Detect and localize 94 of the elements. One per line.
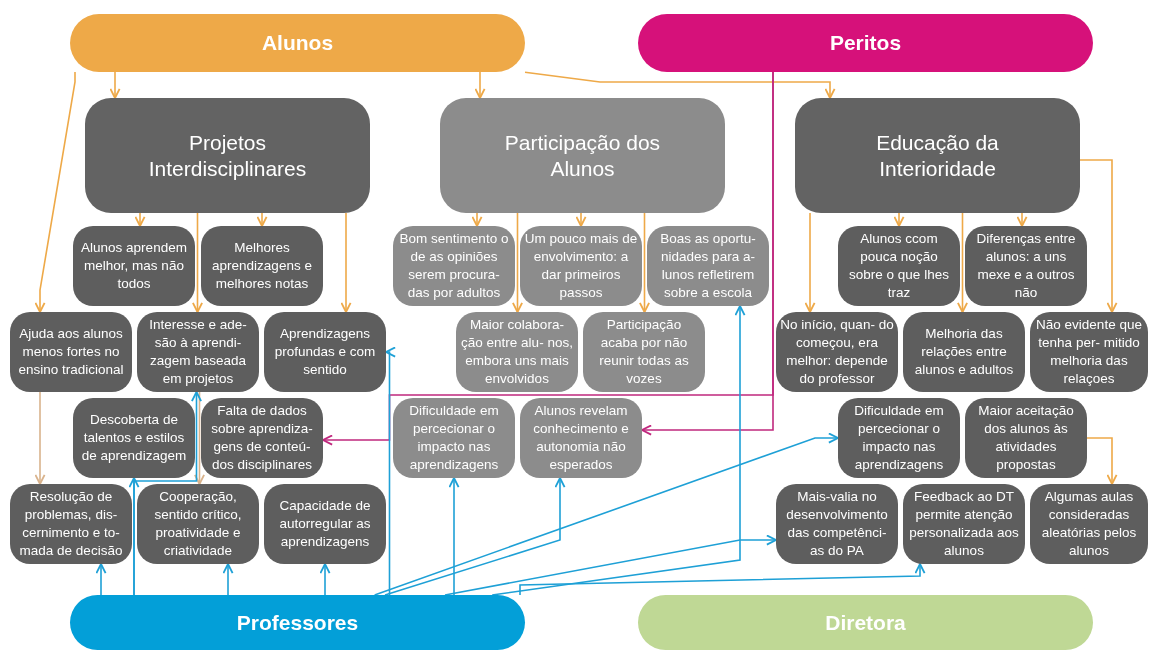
stakeholder-bar (70, 595, 525, 650)
node-label: Aprendizagens profundas e com sentido (273, 325, 377, 379)
node-label: Maior aceitação dos alunos às atividades propostas (977, 402, 1075, 474)
arrow (524, 71, 836, 99)
arrow (471, 212, 483, 227)
node-label: Um pouco mais de envolvimento: a dar primeiros passos (524, 230, 638, 302)
node-label: Descoberta de talentos e estilos de aprendizagem (80, 411, 188, 465)
node-label: Ajuda aos alunos menos fortes no ensino tradicional (17, 325, 125, 379)
arrow (340, 212, 352, 313)
arrow (893, 212, 905, 227)
arrow (192, 212, 203, 313)
arrow (512, 212, 523, 313)
node-label: Diretora (825, 609, 906, 636)
node-label: Peritos (829, 30, 902, 57)
arrow (256, 212, 268, 227)
arrow (134, 212, 146, 227)
arrow (448, 477, 460, 596)
node-label: Boas as oportu- nidades para a- lunos refletirem sobre a escola (659, 230, 757, 302)
node-label: Melhoria das relações entre alunos e adultos (913, 325, 1015, 379)
finding-box (520, 398, 642, 478)
finding-box (965, 398, 1087, 478)
finding-box (838, 398, 960, 478)
finding-box (264, 312, 386, 392)
arrow (373, 432, 839, 596)
node-label: Dificuldade em percecionar o impacto nas aprendizagens (408, 402, 500, 474)
node-label: Educação da Interioridade (875, 129, 1000, 182)
finding-box (838, 226, 960, 306)
node-label: Feedback ao DT permite atenção personalizada aos alunos (908, 488, 1020, 560)
arrow (319, 563, 331, 596)
arrow (641, 71, 774, 436)
arrow (109, 71, 121, 99)
finding-box (264, 484, 386, 564)
arrow (34, 391, 46, 485)
finding-box (73, 226, 195, 306)
finding-box (965, 226, 1087, 306)
node-label: Participação dos Alunos (503, 129, 662, 182)
node-label: Algumas aulas consideradas aleatórias pelos alunos (1040, 488, 1138, 560)
theme-box (440, 98, 725, 213)
arrow (519, 563, 926, 596)
arrow (1079, 159, 1118, 313)
node-label: Participação acaba por não reunir todas as vozes (598, 316, 690, 388)
arrow (444, 534, 777, 596)
finding-box (393, 398, 515, 478)
node-label: Capacidade de autorregular as aprendizagens (278, 497, 372, 551)
arrow (639, 212, 650, 313)
theme-box (795, 98, 1080, 213)
node-label: Alunos revelam conhecimento e autonomia não esperados (532, 402, 630, 474)
node-label: Maior colabora- ção entre alu- nos, embora uns mais envolvidos (460, 316, 574, 388)
finding-box (73, 398, 195, 478)
node-label: Alunos ccom pouca noção sobre o que lhes traz (848, 230, 950, 302)
node-label: Falta de dados sobre aprendiza- gens de conteú- dos disciplinares (210, 402, 314, 474)
node-label: Não evidente que tenha per- mitido melhoria das relaçoes (1035, 316, 1143, 388)
finding-box (201, 398, 323, 478)
node-label: Interesse e ade- são à aprendi- zagem baseada em projetos (148, 316, 248, 388)
node-label: Diferenças entre alunos: a uns mexe e a outros não (975, 230, 1077, 302)
arrow (222, 563, 234, 596)
finding-box (903, 312, 1025, 392)
arrow (474, 71, 486, 99)
arrow (133, 391, 202, 596)
finding-box (10, 484, 132, 564)
finding-box (776, 484, 898, 564)
arrow (34, 71, 76, 313)
stakeholder-bar (70, 14, 525, 72)
node-label: Alunos aprendem melhor, mas não todos (80, 239, 188, 293)
finding-box (201, 226, 323, 306)
node-label: Dificuldade em percecionar o impacto nas aprendizagens (853, 402, 945, 474)
theme-box (85, 98, 370, 213)
arrow (804, 212, 816, 313)
node-label: Melhores aprendizagens e melhores notas (211, 239, 313, 293)
finding-box (10, 312, 132, 392)
finding-box (583, 312, 705, 392)
node-label: Bom sentimento o de as opiniões serem procura- das por adultos (398, 230, 510, 302)
arrow (491, 305, 746, 596)
arrow (385, 346, 397, 596)
finding-box (647, 226, 769, 306)
node-label: Alunos (261, 30, 334, 57)
arrow (95, 563, 107, 596)
finding-box (1030, 484, 1148, 564)
node-label: Projetos Interdisciplinares (147, 129, 308, 182)
finding-box (137, 312, 259, 392)
arrow (194, 391, 205, 485)
node-label: Professores (236, 609, 359, 636)
arrow (957, 212, 968, 313)
stakeholder-bar (638, 595, 1093, 650)
arrow (1016, 212, 1028, 227)
arrow (384, 477, 566, 596)
finding-box (137, 484, 259, 564)
node-label: Cooperação, sentido crítico, proatividade e criatividade (153, 488, 243, 560)
arrow (1086, 437, 1118, 485)
arrow (575, 212, 587, 227)
node-label: Resolução de problemas, dis- cernimento e to- mada de decisão (18, 488, 124, 560)
node-label: Mais-valia no desenvolvimento das competênci- as do PA (785, 488, 889, 560)
stakeholder-bar (638, 14, 1093, 72)
node-label: No início, quan- do começou, era melhor: depende do professor (780, 316, 894, 388)
